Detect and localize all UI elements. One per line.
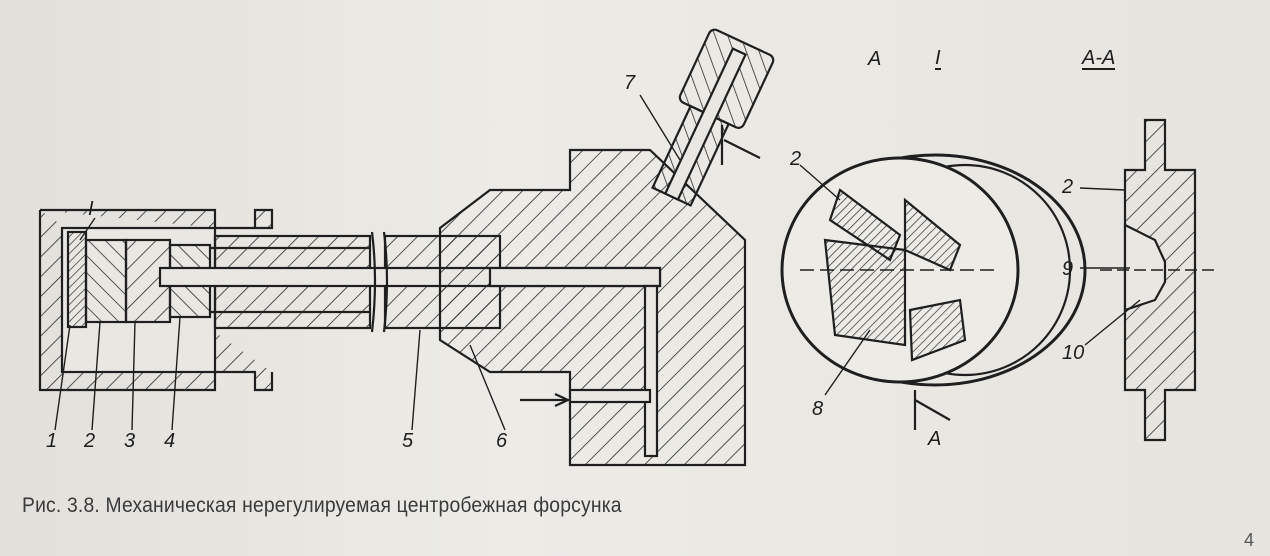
label-part-2-section: 2 [1062, 176, 1074, 198]
label-part-2: 2 [84, 430, 96, 452]
label-part-5: 5 [402, 430, 414, 452]
label-part-7: 7 [624, 72, 636, 94]
part-1-nozzle-tip [66, 230, 88, 329]
label-part-4: 4 [164, 430, 176, 452]
section-A-A [1100, 118, 1215, 442]
leader-lines [54, 94, 1141, 431]
section-A-A-title: A-A [1082, 47, 1116, 70]
label-part-8: 8 [812, 398, 824, 420]
part-2-swirl-washer [84, 238, 128, 324]
page-number: 4 [1243, 530, 1254, 550]
detail-I-swirl-disc [720, 125, 1087, 430]
detail-I-title: I [935, 47, 941, 70]
label-section-A-bottom: A [928, 428, 942, 450]
figure-caption: Рис. 3.8. Механическая нерегулируемая це… [22, 494, 622, 517]
part-7-plug [651, 28, 775, 207]
label-part-10: 10 [1062, 342, 1085, 364]
label-part-1: 1 [46, 430, 58, 452]
label-part-2-detail: 2 [790, 148, 802, 170]
label-part-9: 9 [1062, 258, 1074, 280]
part-6-holder-body [438, 148, 747, 467]
label-part-6: 6 [496, 430, 508, 452]
label-detail-I: I [88, 198, 94, 220]
label-section-A-top: A [868, 48, 882, 70]
label-part-3: 3 [124, 430, 136, 452]
